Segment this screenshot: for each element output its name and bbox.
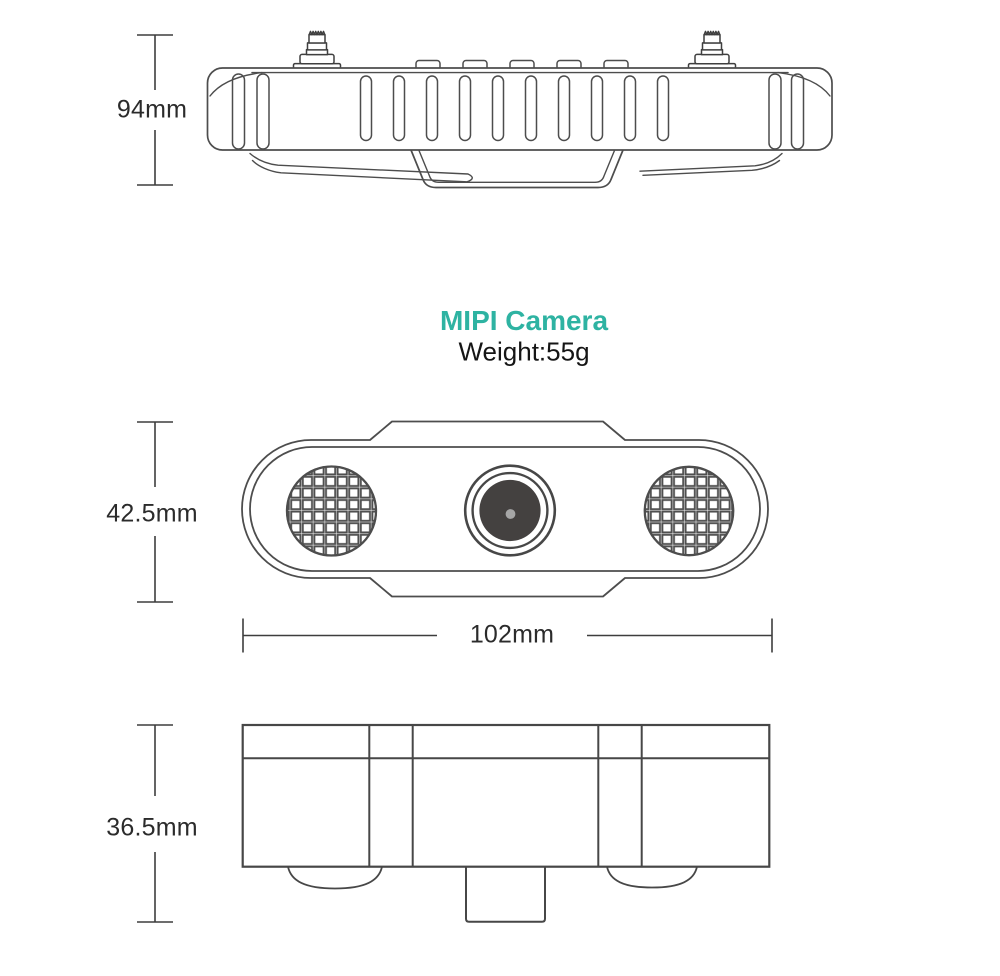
end-vent-slots [231, 73, 805, 150]
product-title: MIPI Camera [439, 305, 609, 336]
vent-slots [359, 75, 670, 142]
left-grille [285, 465, 378, 557]
dim-94mm-label: 94mm [116, 95, 188, 124]
lens-pupil [505, 509, 516, 519]
dim-102mm-label: 102mm [469, 620, 555, 649]
mounting-screw-left [292, 30, 342, 70]
front-view [241, 420, 769, 598]
camera-pod-arc-left [287, 866, 383, 890]
camera-pod-arc-right [606, 866, 698, 889]
dim-42-5mm [137, 421, 173, 603]
right-cap-chamfer [777, 71, 831, 97]
right-grille [643, 465, 735, 557]
camera-lens [463, 464, 557, 557]
dim-36-5mm-label: 36.5mm [106, 813, 198, 842]
dim-94mm [137, 34, 173, 186]
body-outline [206, 67, 833, 151]
side-profile-view [206, 30, 833, 189]
connector-tab [465, 866, 546, 923]
top-outline [241, 723, 771, 868]
left-cap-chamfer [209, 71, 263, 97]
dim-42-5mm-label: 42.5mm [106, 499, 198, 528]
dim-102mm [242, 618, 773, 653]
dim-36-5mm [137, 724, 173, 923]
top-view [241, 723, 771, 923]
under-body-edge-lines [249, 152, 783, 183]
top-divider-lines [368, 725, 643, 867]
camera-pod-arcs [287, 866, 698, 890]
mounting-screw-right [687, 30, 737, 70]
mounting-bracket [410, 149, 624, 189]
product-weight: Weight:55g [458, 336, 590, 367]
